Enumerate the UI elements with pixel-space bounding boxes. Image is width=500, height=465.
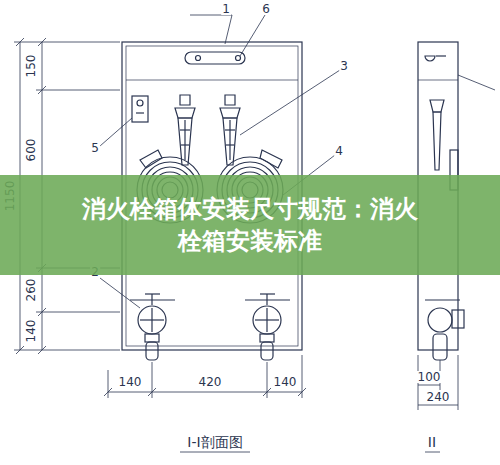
dimension: 140 — [273, 376, 298, 388]
title-band: 消火栓箱体安装尺寸规范：消火栓箱安装标准 — [0, 175, 500, 275]
dimension: 260 — [25, 278, 37, 303]
callout-number: 5 — [90, 142, 100, 154]
dimension: 140 — [118, 376, 143, 388]
dimension: 140 — [25, 319, 37, 344]
dimension: 420 — [198, 376, 223, 388]
section-title: II — [427, 435, 437, 449]
callout-number: 4 — [334, 145, 344, 157]
callout-number: 6 — [261, 3, 271, 15]
dimension: 100 — [417, 371, 442, 383]
dimension: 150 — [25, 54, 37, 79]
dimension: 240 — [426, 391, 451, 403]
banner-title: 消火栓箱体安装尺寸规范：消火栓箱安装标准 — [75, 193, 425, 258]
callout-number: 3 — [339, 60, 349, 72]
dimension: 600 — [25, 138, 37, 163]
callout-number: 1 — [221, 3, 231, 15]
section-title: I-I剖面图 — [186, 435, 243, 449]
